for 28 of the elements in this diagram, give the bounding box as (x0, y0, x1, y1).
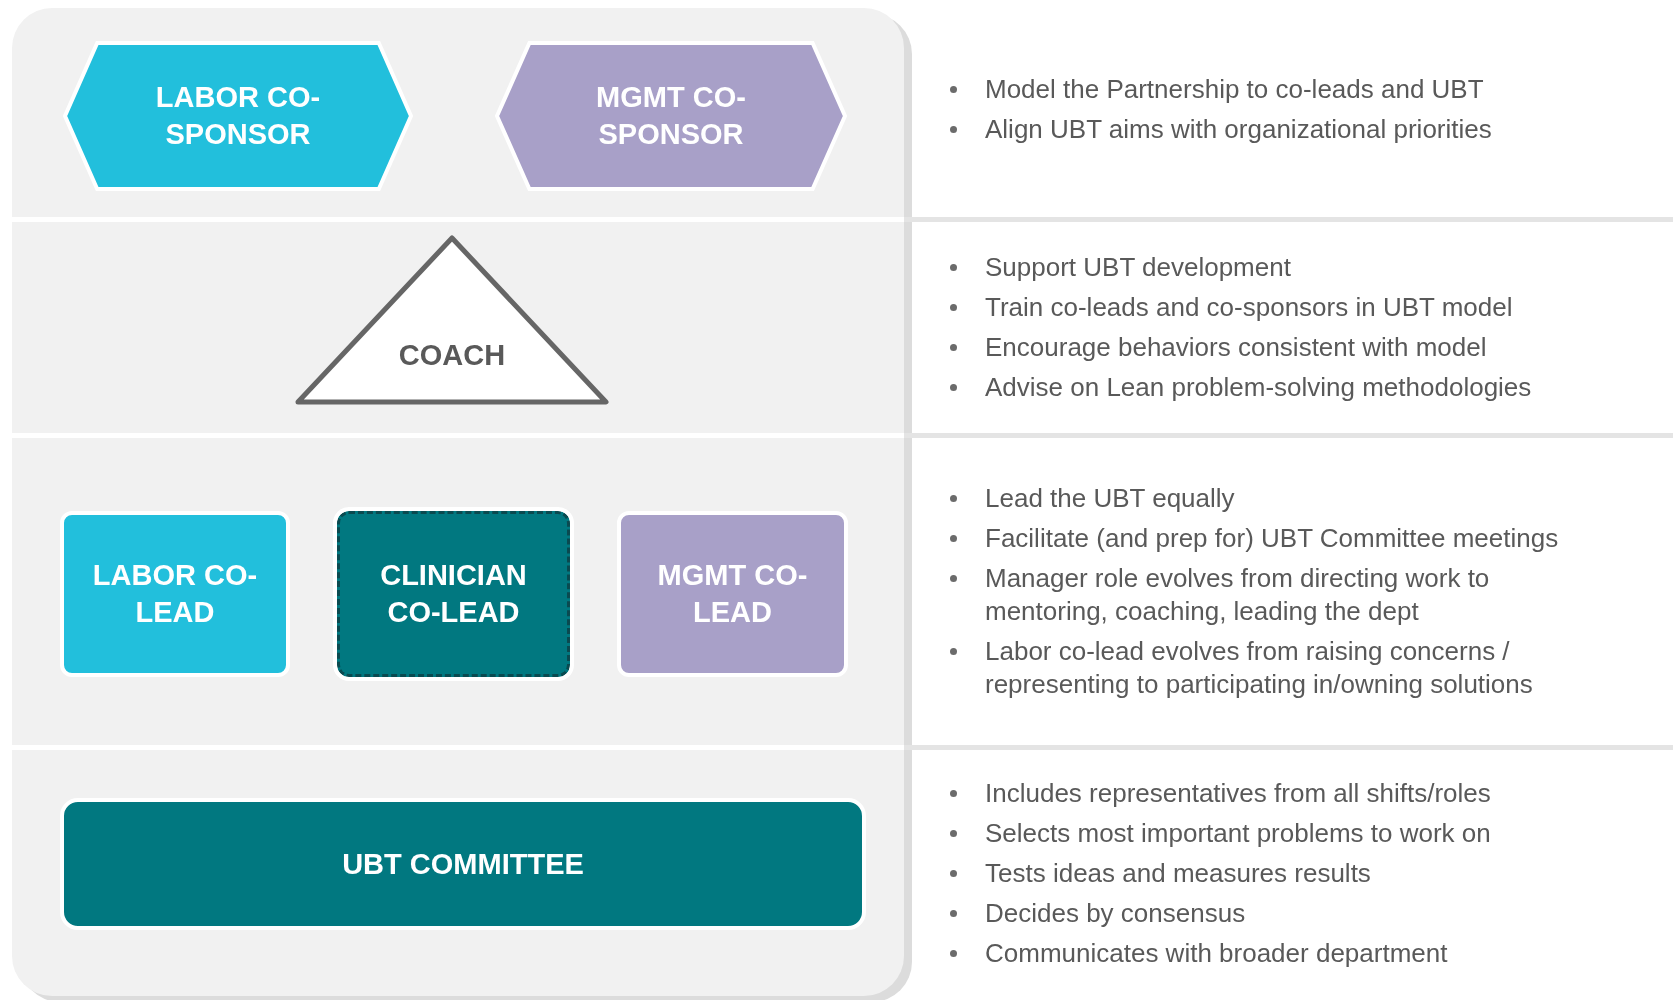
node-label: MGMT CO-SPONSOR (595, 80, 747, 152)
bullet-text: Advise on Lean problem-solving methodologies (985, 370, 1532, 404)
bullet-text: Train co-leads and co-sponsors in UBT model (985, 290, 1513, 324)
node-label: MGMT CO-LEAD (656, 558, 809, 630)
bullet-text: Encourage behaviors consistent with model (985, 330, 1487, 364)
node-label: LABOR CO-LEAD (91, 558, 259, 630)
committee-bar (60, 798, 866, 930)
bullet-text: Manager role evolves from directing work to mentoring, coaching, leading the dept (985, 561, 1491, 628)
bullet-text: Communicates with broader department (985, 937, 1448, 970)
bullet-text: Tests ideas and measures results (985, 857, 1371, 890)
hexagon-shape (494, 40, 848, 192)
node-label: COACH (397, 337, 507, 373)
bullet-text: Model the Partnership to co-leads and UBT (985, 73, 1484, 106)
bullet-text: Lead the UBT equally (985, 481, 1235, 515)
bullet-text: Support UBT development (985, 250, 1291, 284)
bullet-text: Facilitate (and prep for) UBT Committee meetings (985, 521, 1559, 555)
bullet-text: Includes representatives from all shifts/roles (985, 777, 1491, 810)
role-box (60, 511, 290, 677)
node-label: LABOR CO-SPONSOR (154, 80, 322, 152)
bullet-text: Align UBT aims with organizational priorities (985, 113, 1492, 146)
bullet-text: Selects most important problems to work on (985, 817, 1491, 850)
bullet-text: Decides by consensus (985, 897, 1246, 930)
bullet-text: Labor co-lead evolves from raising concerns / representing to participating in/owning solutions (985, 634, 1534, 701)
hexagon-shape (62, 40, 414, 192)
triangle-shape (294, 234, 610, 406)
role-box (617, 511, 848, 677)
node-label: CLINICIAN CO-LEAD (379, 558, 528, 630)
node-label: UBT COMMITTEE (341, 846, 585, 882)
